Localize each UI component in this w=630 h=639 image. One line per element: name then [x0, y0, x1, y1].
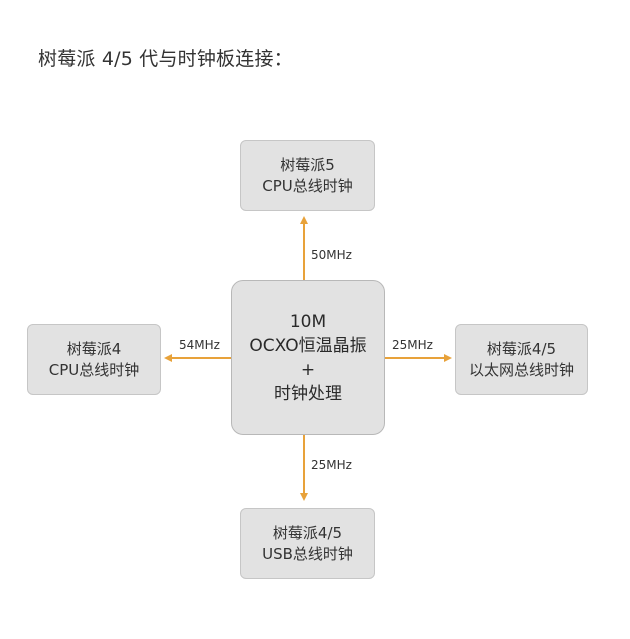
box-pi4-cpu-clock: 树莓派4 CPU总线时钟: [27, 324, 161, 395]
box-pi5-cpu-clock: 树莓派5 CPU总线时钟: [240, 140, 375, 211]
box-left-line2: CPU总线时钟: [48, 360, 140, 379]
box-top-line1: 树莓派5: [280, 155, 335, 174]
freq-label-bottom: 25MHz: [311, 458, 352, 472]
box-bottom-line1: 树莓派4/5: [272, 523, 343, 542]
box-right-line2: 以太网总线时钟: [468, 360, 574, 379]
box-ocxo-clock-processing: 10M OCXO恒温晶振 + 时钟处理: [231, 280, 385, 435]
box-pi45-usb-clock: 树莓派4/5 USB总线时钟: [240, 508, 375, 579]
box-right-line1: 树莓派4/5: [486, 339, 557, 358]
box-top-line2: CPU总线时钟: [262, 176, 353, 195]
center-line2: OCXO恒温晶振: [249, 335, 367, 356]
box-bottom-line2: USB总线时钟: [262, 544, 353, 563]
freq-label-left: 54MHz: [179, 338, 220, 352]
freq-label-top: 50MHz: [311, 248, 352, 262]
center-line3: +: [300, 359, 316, 380]
freq-label-right: 25MHz: [392, 338, 433, 352]
box-left-line1: 树莓派4: [66, 339, 122, 358]
center-line4: 时钟处理: [274, 383, 342, 404]
center-line1: 10M: [289, 311, 327, 332]
page-title: 树莓派 4/5 代与时钟板连接：: [38, 48, 293, 70]
box-pi45-ethernet-clock: 树莓派4/5 以太网总线时钟: [455, 324, 588, 395]
